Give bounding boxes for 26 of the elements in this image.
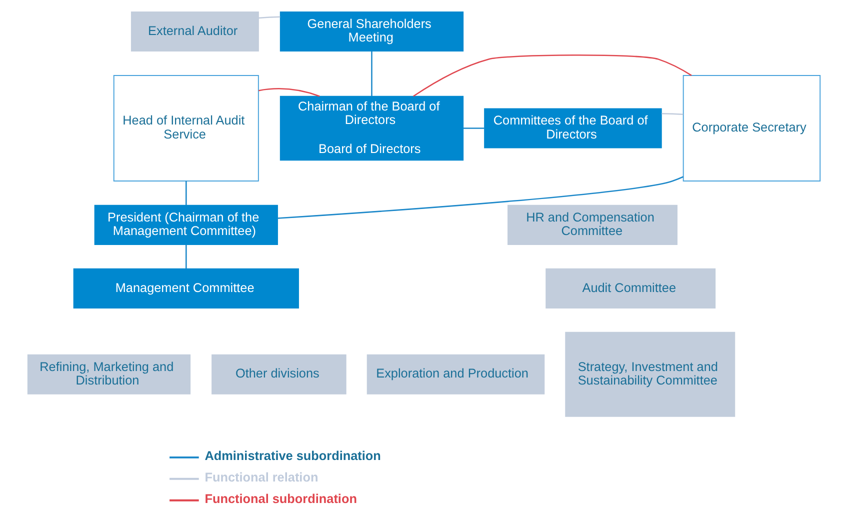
connector [412,54,692,97]
node-box: Head of Internal Audit Service [112,75,258,182]
node-box: Strategy, Investment and Sustainability Committee [564,332,735,417]
node-box: Management Committee [72,268,298,308]
node-box: Audit Committee [545,268,716,308]
connector [185,244,186,269]
node-box: Other divisions [211,354,346,394]
node-box: General Shareholders Meeting [279,12,464,52]
node-box: External Auditor [130,12,258,52]
connector [277,176,684,219]
node-box: Exploration and Production [366,354,544,394]
node-box: Committees of the Board of Directors [484,108,662,148]
node-box: HR and Compensation Committee [507,204,677,245]
legend-label: Administrative subordination [204,448,380,463]
legend-label: Functional relation [204,470,318,484]
node-box: Corporate Secretary [682,75,820,182]
legend-label: Functional subordination [204,492,356,506]
connector [370,51,372,96]
connector [258,88,320,97]
connector [462,128,484,129]
connector [258,16,280,19]
connector [661,112,683,115]
node-box: Refining, Marketing and Distribution [26,354,190,394]
connector [185,181,186,206]
node-box: Chairman of the Board of Directors Board of Directors [279,96,464,161]
node-box: President (Chairman of the Management Committee) [94,204,278,245]
